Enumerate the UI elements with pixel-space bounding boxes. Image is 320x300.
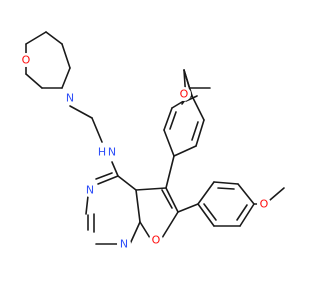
bond — [61, 67, 71, 89]
atom-symbol: O — [180, 88, 189, 101]
bond — [97, 175, 119, 185]
bond — [85, 195, 89, 215]
bond — [191, 95, 205, 121]
bond — [135, 187, 167, 191]
atom-symbol: O — [260, 198, 269, 211]
methoxy-oxygen-top-label: O — [177, 87, 191, 101]
atom-symbol: O — [22, 54, 31, 67]
bond — [69, 105, 93, 119]
atom-symbol: N — [120, 238, 128, 251]
bond — [236, 204, 248, 221]
bond — [217, 187, 235, 190]
bond — [161, 211, 179, 239]
bond — [195, 119, 205, 147]
bond — [213, 181, 239, 185]
bonds — [25, 31, 285, 245]
bond — [269, 187, 285, 201]
bond — [239, 203, 255, 227]
atom-symbol: N — [108, 146, 116, 159]
pyrimidine-n1-label: N — [117, 237, 131, 251]
amine-nitrogen-label: N H — [98, 144, 116, 160]
atom-symbol: N — [66, 92, 74, 105]
bond — [91, 117, 103, 143]
bond — [163, 107, 173, 131]
bond — [25, 73, 43, 89]
bond — [117, 175, 137, 191]
bond — [173, 145, 197, 157]
bond — [129, 221, 141, 245]
bond — [135, 189, 141, 223]
pyrimidine-n3-label: N — [83, 183, 97, 197]
bond — [139, 221, 151, 239]
bond — [197, 203, 215, 227]
bond — [177, 203, 199, 213]
bond — [169, 111, 177, 130]
atom-symbol: N — [86, 184, 94, 197]
bond — [237, 183, 255, 205]
bond — [45, 31, 63, 45]
bond — [191, 121, 199, 141]
bond — [203, 203, 217, 221]
bond — [165, 155, 175, 189]
bond — [111, 161, 119, 177]
morpholine-oxygen-label: O — [19, 53, 33, 67]
atom-labels: O N N H N N O O O — [19, 53, 271, 251]
bond — [165, 187, 179, 213]
bond — [61, 43, 71, 69]
bond — [161, 189, 173, 209]
bond — [163, 129, 175, 157]
bond — [183, 69, 193, 97]
bond — [25, 31, 47, 45]
morpholine-nitrogen-label: N — [63, 91, 77, 105]
atom-symbol: O — [152, 234, 161, 247]
furan-oxygen-label: O — [149, 233, 163, 247]
bond — [197, 181, 215, 205]
molecule-structure: O N N H N N O O O — [19, 31, 285, 251]
bond — [185, 95, 198, 102]
atom-hydrogen: H — [98, 146, 106, 159]
methoxy-oxygen-right-label: O — [257, 197, 271, 211]
bond — [95, 172, 113, 180]
